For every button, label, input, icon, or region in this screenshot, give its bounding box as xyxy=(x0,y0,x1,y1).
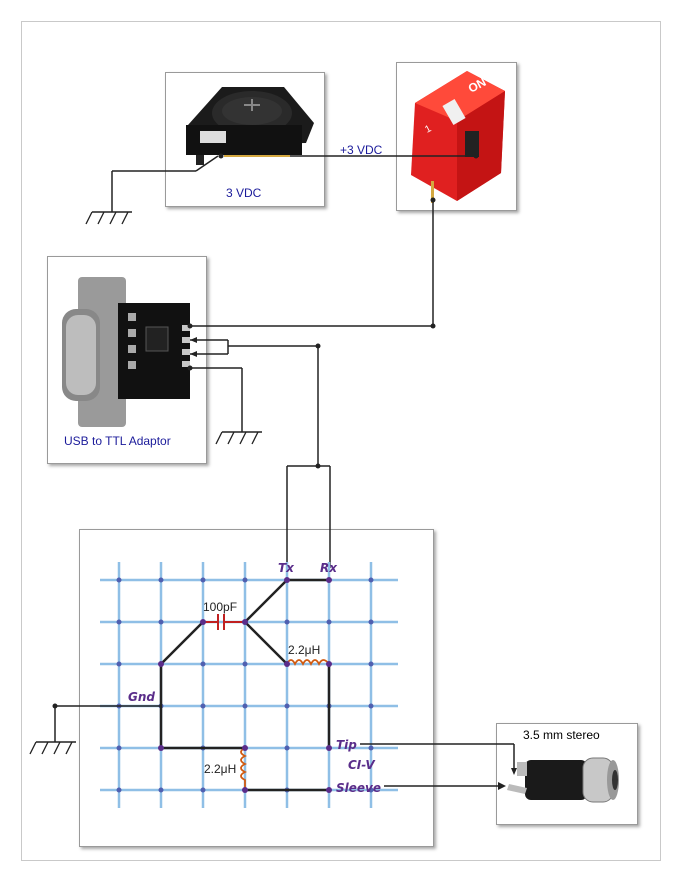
rx-label: Rx xyxy=(320,561,337,575)
dip-switch-image: ON 1 xyxy=(411,71,505,203)
battery-holder-card: 3 VDC xyxy=(165,72,325,207)
jack-caption: 3.5 mm stereo xyxy=(523,728,600,742)
circuit-card xyxy=(79,529,434,847)
tip-label: Tip xyxy=(336,738,357,752)
usb-ttl-adaptor-card: USB to TTL Adaptor xyxy=(47,256,207,464)
inductor-bottom xyxy=(240,747,248,790)
tx-label: Tx xyxy=(278,561,294,575)
stereo-jack-image xyxy=(507,757,619,803)
inductor-bottom-label: 2.2μH xyxy=(204,762,237,776)
dip-switch-card: ON 1 xyxy=(396,62,517,211)
adaptor-caption: USB to TTL Adaptor xyxy=(64,434,171,448)
switch-mark-text: 1 xyxy=(423,123,433,136)
capacitor-label: 100pF xyxy=(203,600,238,614)
stereo-jack-card: 3.5 mm stereo xyxy=(496,723,638,825)
plus-3v-label: +3 VDC xyxy=(340,143,383,157)
sleeve-label: Sleeve xyxy=(336,781,381,795)
civ-label: CI-V xyxy=(348,758,375,772)
usb-ttl-adaptor-image xyxy=(62,277,190,427)
battery-holder-image xyxy=(186,87,314,165)
battery-caption: 3 VDC xyxy=(226,186,262,200)
gnd-label: Gnd xyxy=(128,690,155,704)
capacitor-100pf xyxy=(203,614,245,630)
inductor-top-label: 2.2μH xyxy=(288,643,321,657)
inductor-top xyxy=(286,659,330,667)
